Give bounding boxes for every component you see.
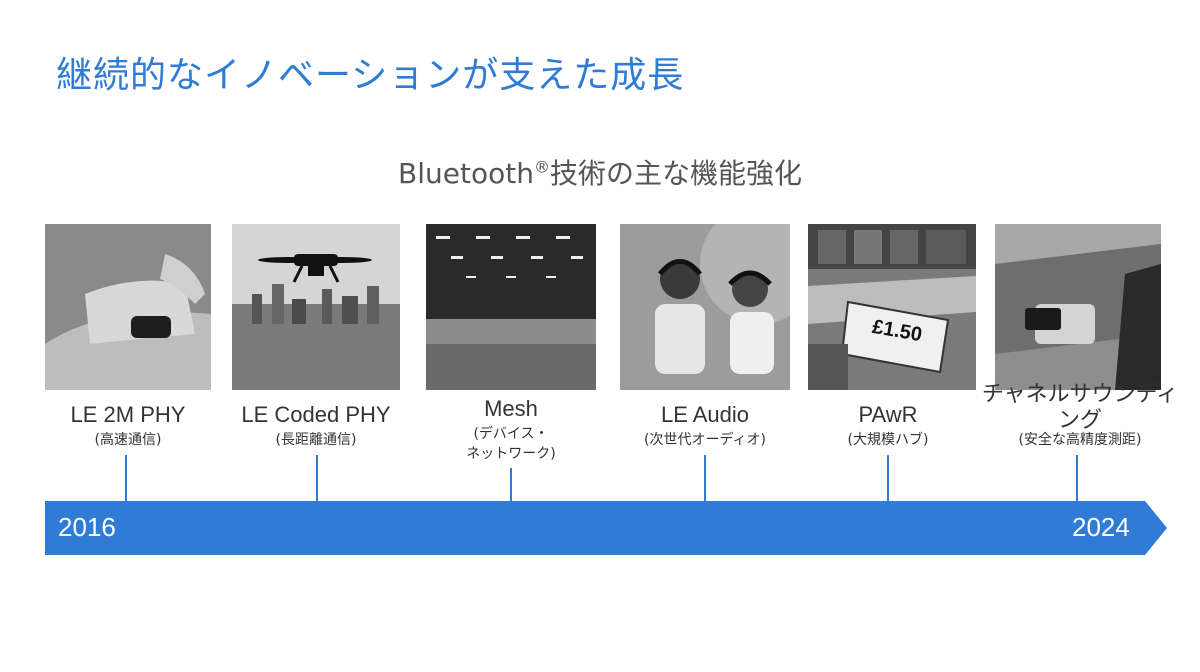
- connector-le-coded-phy: [316, 455, 318, 501]
- milestone-label-pawr: PAwR: [858, 402, 918, 427]
- milestone-label-le-coded-phy: LE Coded PHY: [241, 402, 391, 427]
- warehouse-photo: [426, 224, 596, 390]
- registered-mark: ®: [533, 157, 550, 177]
- milestone-sub-pawr: (大規模ハブ): [847, 432, 929, 448]
- phone-car-photo: [995, 224, 1161, 390]
- drone-city-photo: [232, 224, 400, 390]
- milestone-label-le-2m-phy: LE 2M PHY: [70, 402, 186, 427]
- connector-pawr: [887, 455, 889, 501]
- section-title-rest: 技術の主な機能強化: [549, 157, 802, 190]
- shelf-label-photo: £1.50: [808, 224, 976, 390]
- timeline-end-year: 2024: [1072, 512, 1130, 542]
- milestone-sub-mesh-line2: ネットワーク): [466, 446, 556, 462]
- slide-title: 継続的なイノベーションが支えた成長: [56, 55, 685, 96]
- headphones-photo: [620, 224, 790, 390]
- milestone-label-le-audio: LE Audio: [660, 402, 750, 427]
- milestone-sub-mesh-line1: (デバイス・: [473, 426, 549, 442]
- timeline-start-year: 2016: [58, 512, 116, 542]
- milestone-label-channel-sounding-line1: チャネルサウンディ: [981, 381, 1179, 406]
- milestone-sub-le-coded-phy: (長距離通信): [275, 432, 357, 448]
- section-title-brand: Bluetooth: [398, 157, 534, 190]
- section-title: Bluetooth®技術の主な機能強化: [0, 152, 1200, 192]
- connector-le-2m-phy: [125, 455, 127, 501]
- connector-mesh: [510, 468, 512, 501]
- milestone-label-mesh: Mesh: [484, 396, 538, 421]
- milestone-sub-le-2m-phy: (高速通信): [94, 432, 162, 448]
- timeline-bar: [45, 501, 1145, 555]
- milestone-sub-le-audio: (次世代オーディオ): [644, 432, 766, 448]
- connector-le-audio: [704, 455, 706, 501]
- wristband-photo: [45, 224, 211, 390]
- milestone-sub-channel-sounding: (安全な高精度測距): [1018, 432, 1142, 448]
- timeline-arrow-icon: [1145, 501, 1167, 555]
- milestone-label-channel-sounding-line2: ング: [1057, 407, 1102, 432]
- connector-channel-sounding: [1076, 455, 1078, 501]
